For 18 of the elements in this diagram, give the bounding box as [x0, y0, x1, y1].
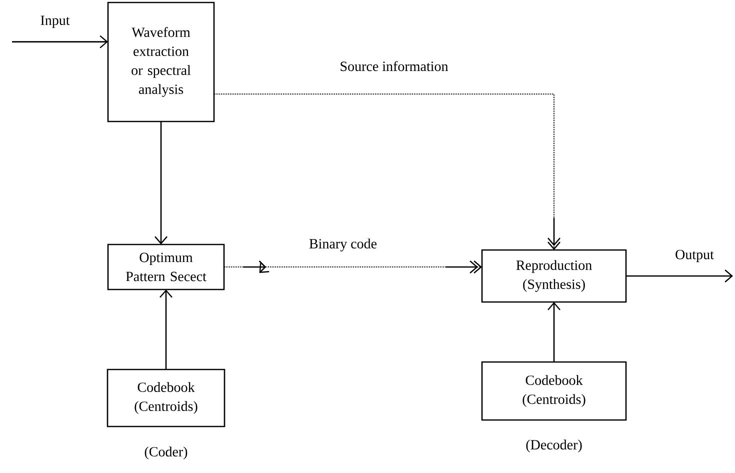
arrow — [224, 260, 482, 274]
arrow — [12, 35, 108, 48]
node-label: (Coder) — [144, 446, 188, 460]
arrow — [154, 122, 168, 244]
edge-label: Binary code — [309, 238, 377, 252]
arrow — [626, 270, 733, 282]
edge-label: Output — [676, 250, 714, 262]
process-box: Optimum Pattern Secect — [107, 244, 225, 290]
process-box: Reproduction (Synthesis) — [481, 249, 627, 303]
arrow — [214, 94, 560, 250]
edge-label: Input — [40, 16, 70, 28]
arrow — [548, 302, 560, 362]
process-box: Codebook (Centroids) — [481, 361, 627, 421]
process-box: Waveform extraction or spectral analysis — [107, 2, 215, 122]
arrow — [160, 289, 172, 370]
node-label: (Decoder) — [526, 440, 582, 452]
edge-label: Source information — [340, 61, 448, 72]
process-box: Codebook (Centroids) — [106, 368, 226, 428]
